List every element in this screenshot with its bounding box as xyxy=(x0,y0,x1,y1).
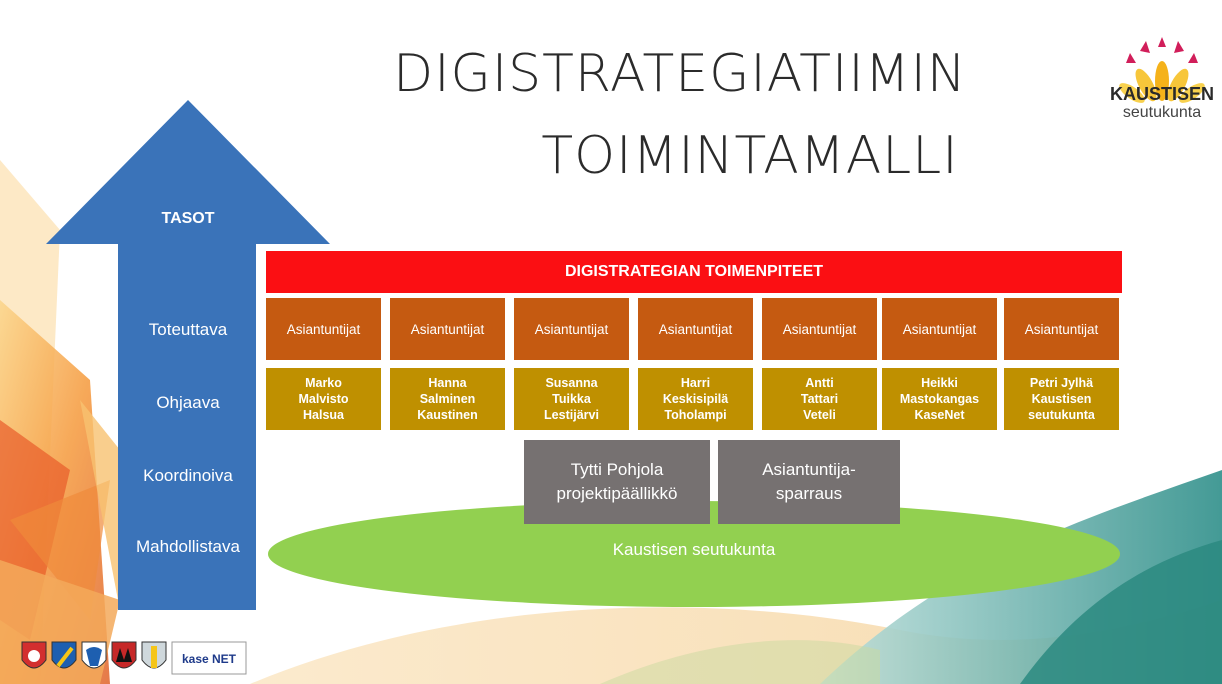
role-box-3: Asiantuntijat xyxy=(514,298,629,360)
person-line: Halsua xyxy=(303,408,344,422)
person-line: Keskisipilä xyxy=(662,392,729,406)
role-box-1: Asiantuntijat xyxy=(266,298,381,360)
person-line: Lestijärvi xyxy=(544,408,599,422)
base-label: Kaustisen seutukunta xyxy=(612,540,776,559)
person-line: Harri xyxy=(680,376,711,390)
coordinator-line: Tytti Pohjola xyxy=(570,460,664,479)
person-line: Hanna xyxy=(428,376,467,390)
role-box-7: Asiantuntijat xyxy=(1004,298,1119,360)
person-line: Veteli xyxy=(803,408,836,422)
logo-subtitle: seutukunta xyxy=(1122,104,1202,121)
coordinator-line: projektipäällikkö xyxy=(556,484,678,503)
flower-icon xyxy=(1119,37,1205,103)
base-ellipse xyxy=(268,501,1120,607)
coordinator-line: sparraus xyxy=(775,484,843,503)
person-line: Kaustinen xyxy=(417,408,478,422)
role-box-4: Asiantuntijat xyxy=(638,298,753,360)
logo-name: KAUSTISEN xyxy=(1109,84,1214,104)
person-line: Malvisto xyxy=(298,392,349,406)
role-box-2: Asiantuntijat xyxy=(390,298,505,360)
kaustisen-seutukunta-logo xyxy=(1119,37,1205,103)
person-line: seutukunta xyxy=(1028,408,1095,422)
person-box-5: Antti Tattari Veteli xyxy=(762,368,877,430)
coordinator-line: Asiantuntija- xyxy=(762,460,856,479)
person-line: Kaustisen xyxy=(1031,392,1092,406)
kasenet-logo-text: kase NET xyxy=(182,652,237,666)
title-line-2: TOIMINTAMALLI xyxy=(541,126,959,186)
kasenet-logo: kase NET xyxy=(171,641,247,675)
person-box-6: Heikki Mastokangas KaseNet xyxy=(882,368,997,430)
crest-kaustinen-icon xyxy=(51,641,77,669)
person-box-1: Marko Malvisto Halsua xyxy=(266,368,381,430)
role-box-5: Asiantuntijat xyxy=(762,298,877,360)
person-box-2: Hanna Salminen Kaustinen xyxy=(390,368,505,430)
person-box-3: Susanna Tuikka Lestijärvi xyxy=(514,368,629,430)
person-line: Mastokangas xyxy=(899,392,980,406)
person-line: Antti xyxy=(805,376,834,390)
coordinator-box-project-manager: Tytti Pohjola projektipäällikkö xyxy=(524,440,710,524)
levels-heading: TASOT xyxy=(161,210,215,227)
person-line: Toholampi xyxy=(664,408,727,422)
crest-veteli-icon xyxy=(141,641,167,669)
person-box-7: Petri Jylhä Kaustisen seutukunta xyxy=(1004,368,1119,430)
municipal-crests: kase NET xyxy=(21,641,247,675)
level-ohjaava: Ohjaava xyxy=(156,393,220,412)
person-line: KaseNet xyxy=(914,408,965,422)
person-line: Tuikka xyxy=(552,392,591,406)
role-box-6: Asiantuntijat xyxy=(882,298,997,360)
person-line: Tattari xyxy=(800,392,839,406)
coordinator-box-sparring: Asiantuntija- sparraus xyxy=(718,440,900,524)
crest-toholampi-icon xyxy=(111,641,137,669)
person-line: Heikki xyxy=(921,376,958,390)
level-toteuttava: Toteuttava xyxy=(148,320,228,339)
crest-halsua-icon xyxy=(21,641,47,669)
level-mahdollistava: Mahdollistava xyxy=(136,537,240,556)
actions-bar: DIGISTRATEGIAN TOIMENPITEET xyxy=(266,251,1122,293)
person-box-4: Harri Keskisipilä Toholampi xyxy=(638,368,753,430)
person-line: Petri Jylhä xyxy=(1029,376,1094,390)
title-line-1: DIGISTRATEGIATIIMIN xyxy=(393,44,967,104)
levels-arrow xyxy=(46,100,330,610)
crest-lestijarvi-icon xyxy=(81,641,107,669)
level-koordinoiva: Koordinoiva xyxy=(143,466,233,485)
person-line: Marko xyxy=(305,376,342,390)
person-line: Susanna xyxy=(545,376,598,390)
person-line: Salminen xyxy=(419,392,476,406)
